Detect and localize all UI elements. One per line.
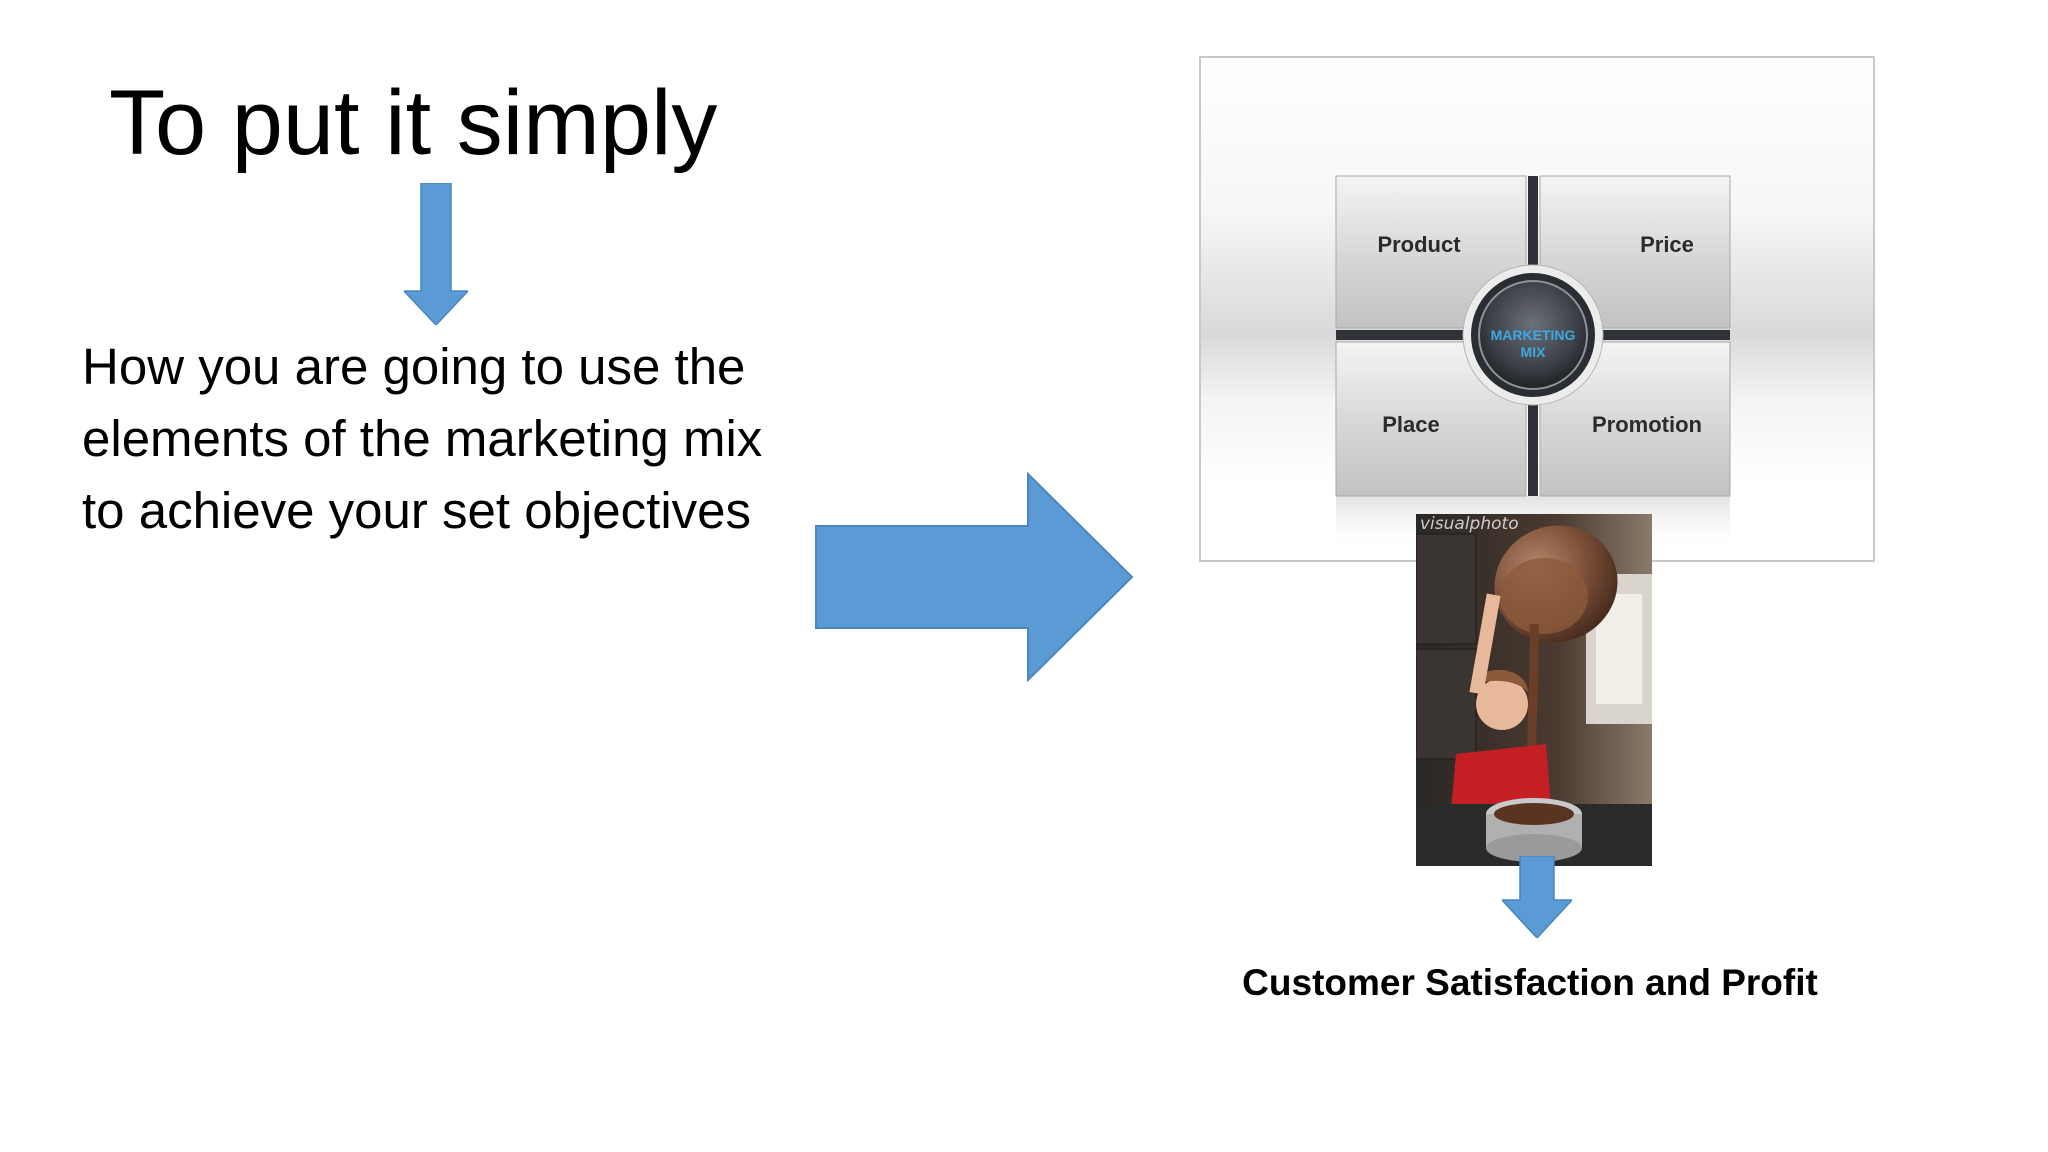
- down-arrow-icon: [1502, 856, 1572, 938]
- marketing-mix-diagram: MARKETING MIX Product Price Place Promot…: [1199, 56, 1875, 562]
- hub-label-line1: MARKETING: [1491, 327, 1576, 343]
- promotion-label: Promotion: [1592, 412, 1702, 437]
- hub-label-line2: MIX: [1521, 344, 1547, 360]
- chocolate-pouring-photo: [1416, 514, 1652, 866]
- result-text: Customer Satisfaction and Profit: [1242, 962, 1818, 1003]
- right-arrow-icon: [815, 472, 1134, 682]
- slide-body-text: How you are going to use the elements of…: [82, 338, 763, 539]
- photo-watermark: visualphoto: [1420, 514, 1519, 534]
- down-arrow-icon: [404, 183, 468, 325]
- place-label: Place: [1382, 412, 1440, 437]
- product-label: Product: [1377, 232, 1461, 257]
- slide-title: To put it simply: [109, 72, 718, 174]
- price-label: Price: [1640, 232, 1694, 257]
